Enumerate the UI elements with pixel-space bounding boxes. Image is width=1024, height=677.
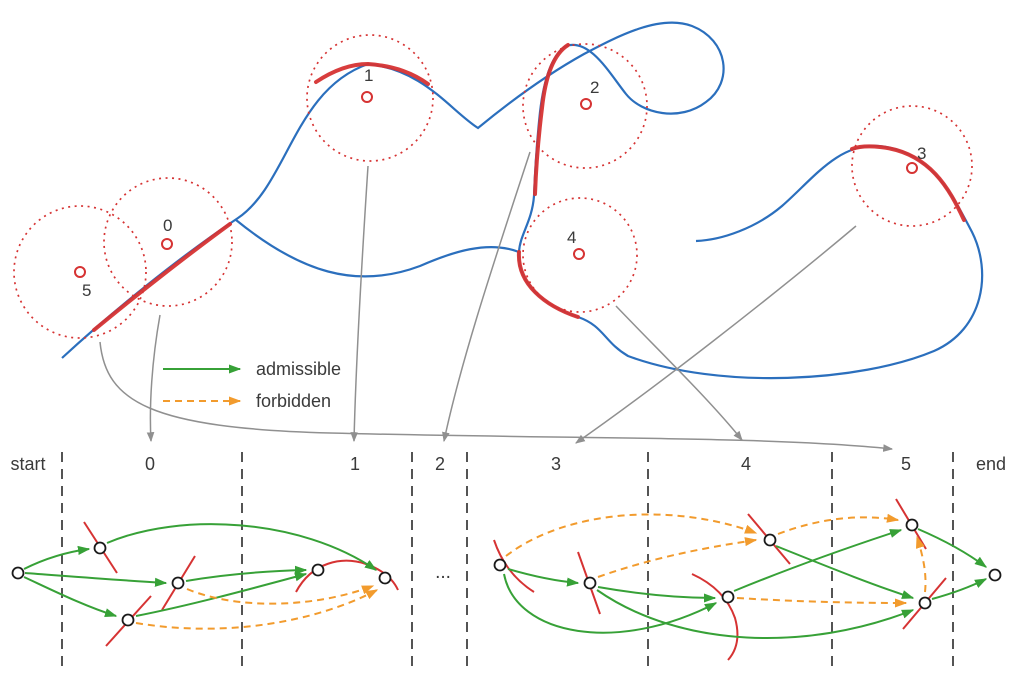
column-label-4: 4 <box>741 454 751 474</box>
region-circle-3 <box>851 105 973 227</box>
region-label-1: 1 <box>364 66 373 85</box>
admissible-edge <box>733 529 903 592</box>
mapping-arrow-1 <box>350 165 369 443</box>
path-curve-branch <box>235 219 520 278</box>
region-circle-2 <box>522 43 648 169</box>
mapping-arrow-5 <box>99 341 894 452</box>
graph-node <box>918 596 932 610</box>
column-label-1: 1 <box>350 454 360 474</box>
column-label-5: 5 <box>901 454 911 474</box>
forbidden-edge <box>597 537 758 578</box>
overlap-segment-1 <box>314 61 430 86</box>
path-curve-main <box>61 21 984 380</box>
graph-node-start <box>11 566 25 580</box>
mapping-arrow-2 <box>442 151 531 443</box>
region-circles-group: 5 0 1 2 3 4 <box>13 34 973 339</box>
admissible-edge <box>597 586 717 603</box>
region-circle-1 <box>306 34 434 162</box>
graph-nodes-group <box>11 518 1002 627</box>
legend-forbidden-label: forbidden <box>256 391 331 411</box>
region-center-marker-3 <box>906 162 918 174</box>
timeline-graph: start 0 1 2 3 4 5 end ... <box>10 452 1006 673</box>
region-center-marker-0 <box>161 238 173 250</box>
region-center-marker-1 <box>361 91 373 103</box>
graph-node <box>171 576 185 590</box>
region-center-marker-4 <box>573 248 585 260</box>
admissible-edge <box>596 589 915 639</box>
graph-node <box>721 590 735 604</box>
region-center-marker-5 <box>74 266 86 278</box>
legend: admissible forbidden <box>163 359 341 411</box>
region-circle-5 <box>13 205 147 339</box>
path-region-overlaps-group <box>92 43 966 332</box>
admissible-edge <box>23 576 118 618</box>
continuous-path-group <box>61 21 984 380</box>
overlap-segment-5-0 <box>92 222 232 332</box>
column-label-0: 0 <box>145 454 155 474</box>
region-circle-4 <box>522 197 638 313</box>
forbidden-edge <box>135 589 379 630</box>
forbidden-edge <box>736 597 908 608</box>
admissible-edge <box>135 572 308 617</box>
admissible-edge <box>507 568 580 587</box>
admissible-edge <box>917 528 988 568</box>
admissible-edge <box>106 523 378 571</box>
region-center-marker-2 <box>580 98 592 110</box>
forbidden-edge <box>186 585 375 605</box>
graph-node <box>378 571 392 585</box>
admissible-edge <box>185 565 308 582</box>
overlap-segment-3 <box>850 144 966 222</box>
graph-node <box>583 576 597 590</box>
mapping-arrow-0 <box>146 314 161 443</box>
forbidden-edge <box>915 535 927 593</box>
admissible-edge <box>23 545 91 570</box>
mapping-arrow-4 <box>615 305 743 441</box>
legend-admissible-label: admissible <box>256 359 341 379</box>
overlap-segment-4 <box>516 250 580 319</box>
column-label-start: start <box>10 454 45 474</box>
mapping-arrow-3 <box>575 225 857 444</box>
region-label-0: 0 <box>163 216 172 235</box>
region-label-5: 5 <box>82 281 91 300</box>
graph-node <box>121 613 135 627</box>
region-label-2: 2 <box>590 78 599 97</box>
region-circle-0 <box>103 177 233 307</box>
mapping-arrows-group <box>99 151 894 452</box>
graph-node <box>763 533 777 547</box>
region-label-4: 4 <box>567 228 576 247</box>
forbidden-edges-group <box>135 513 927 630</box>
graph-node <box>311 563 325 577</box>
column-label-2: 2 <box>435 454 445 474</box>
admissible-edge <box>775 545 915 599</box>
column-label-3: 3 <box>551 454 561 474</box>
graph-node <box>493 558 507 572</box>
graph-node-end <box>988 568 1002 582</box>
region-label-3: 3 <box>917 144 926 163</box>
path-tangent-tick <box>691 573 739 661</box>
graph-node <box>905 518 919 532</box>
overlap-segment-2 <box>533 43 570 196</box>
admissible-edge <box>24 572 168 587</box>
column-label-end: end <box>976 454 1006 474</box>
admissible-edges-group <box>23 523 988 639</box>
ellipsis-label: ... <box>435 562 451 583</box>
admissible-edge <box>931 578 988 600</box>
graph-node <box>93 541 107 555</box>
path-tangent-tick <box>493 539 535 593</box>
forbidden-edge <box>505 513 758 557</box>
forbidden-edge <box>777 513 900 535</box>
admissible-edge <box>503 573 718 634</box>
